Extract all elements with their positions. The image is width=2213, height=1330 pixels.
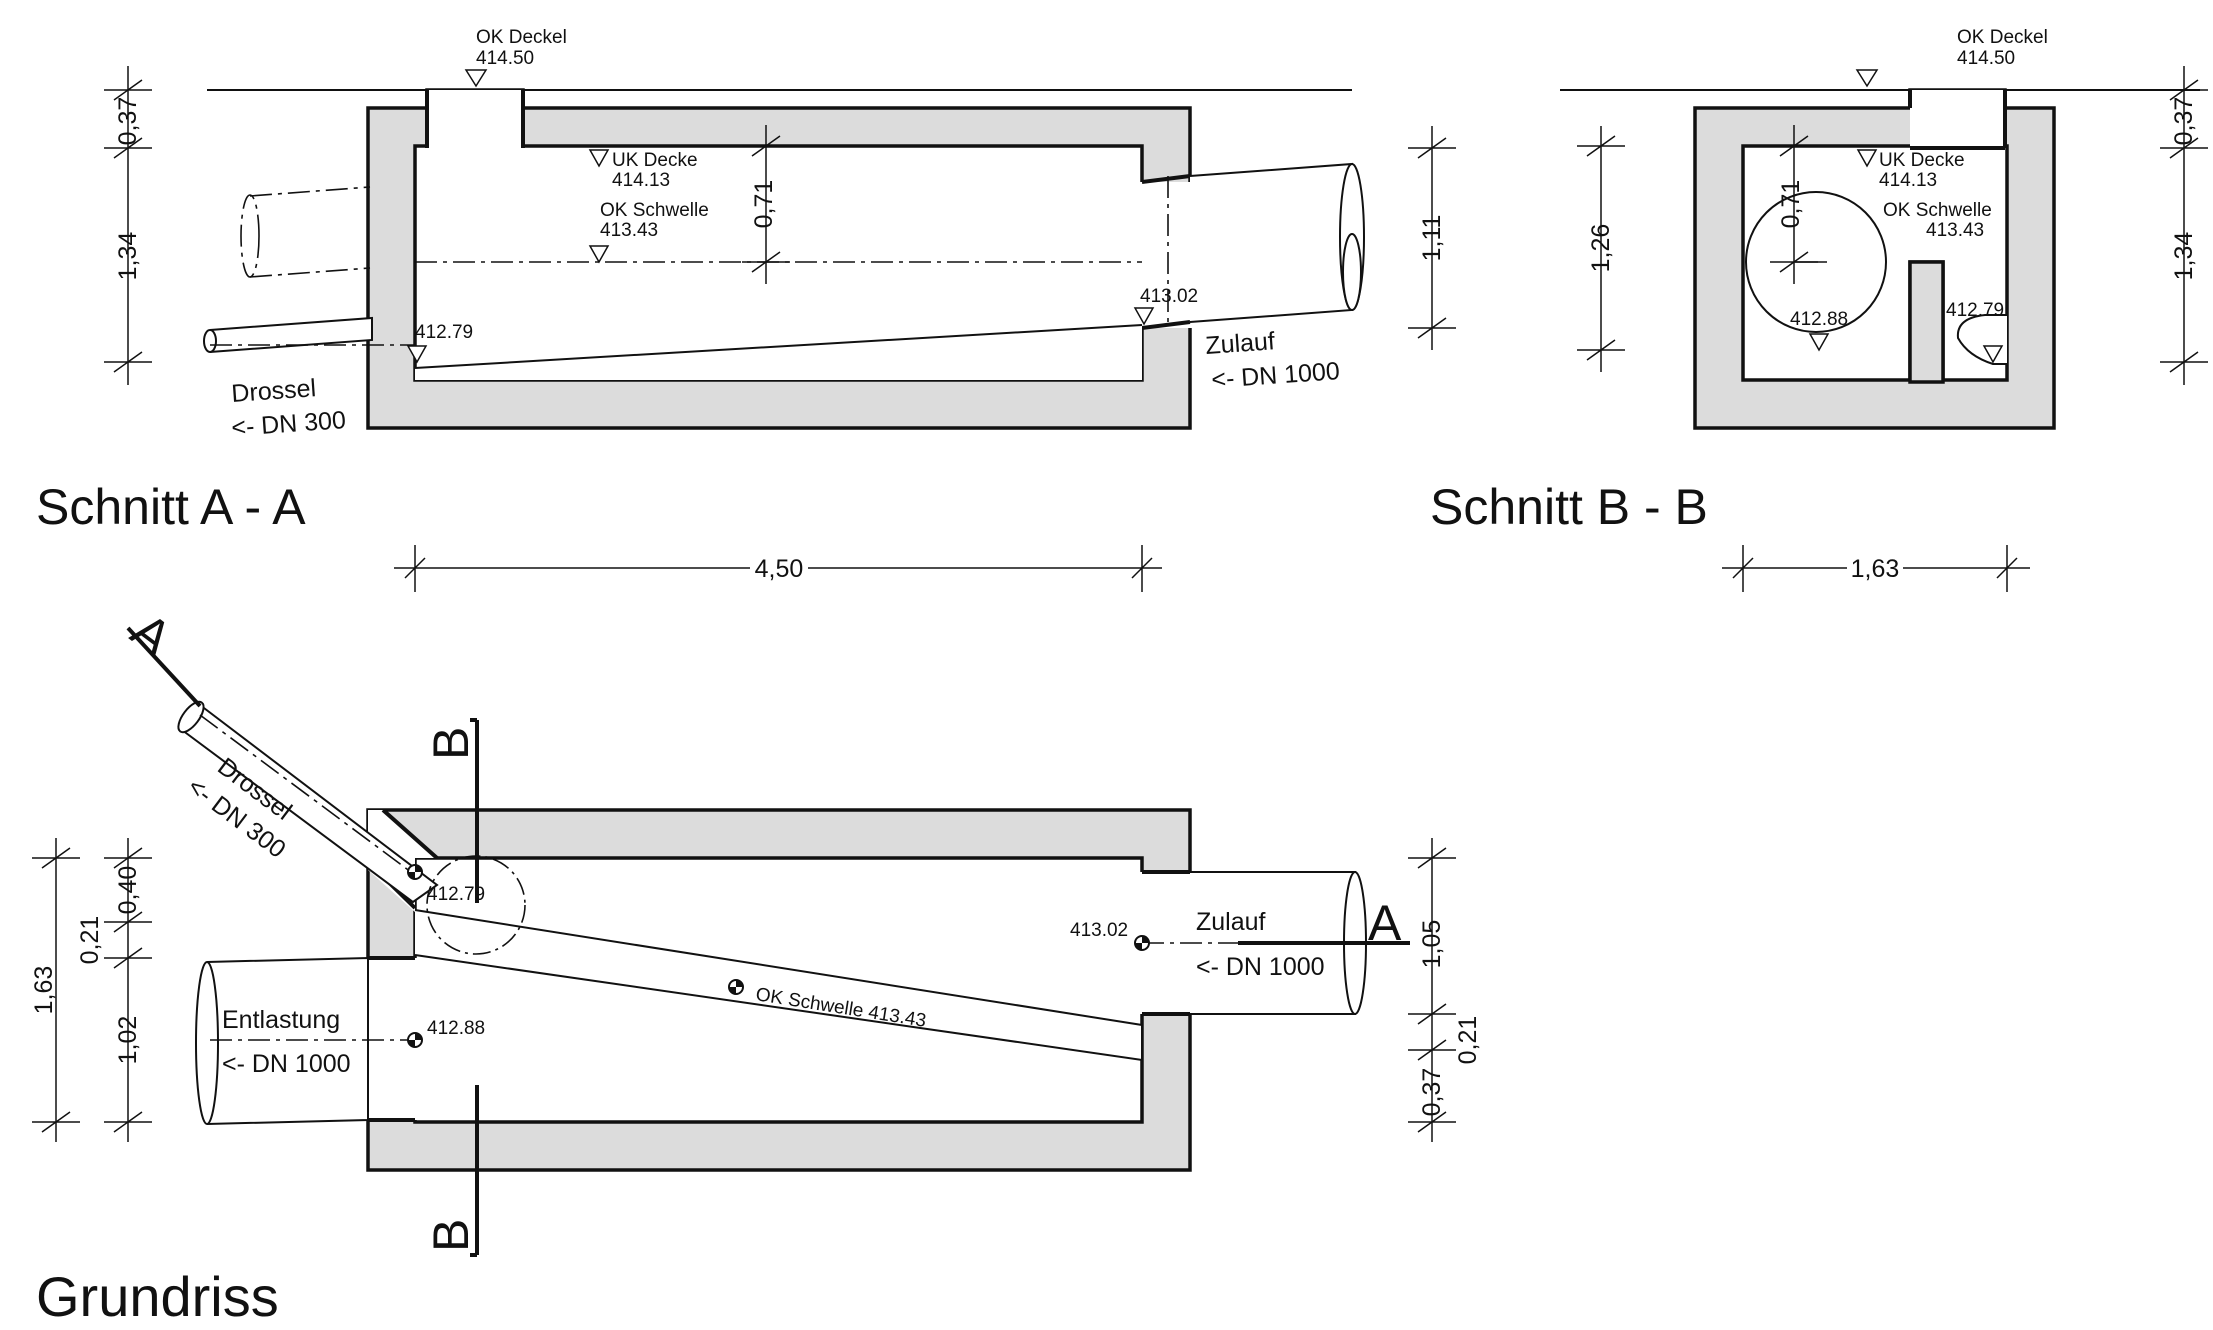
title-schnitt-aa: Schnitt A - A <box>36 479 306 535</box>
dim-gap-b: 0,71 <box>1777 180 1805 229</box>
dim-plan-c: 1,02 <box>114 1016 142 1065</box>
level-drossel-plan: 412.79 <box>427 884 485 905</box>
ok-schwelle-label: OK Schwelle <box>600 200 709 221</box>
ok-schwelle-value: 413.43 <box>600 220 658 241</box>
plan-view: A A B B Drossel <- DN 300 Entlastung <- … <box>30 602 1482 1328</box>
title-schnitt-bb: Schnitt B - B <box>1430 479 1708 535</box>
uk-decke-b-label: UK Decke <box>1879 150 1965 171</box>
section-marker-a-left: A <box>121 602 182 667</box>
ok-deckel-b-value: 414.50 <box>1957 48 2015 69</box>
throttle-pipe-plan <box>181 704 439 904</box>
level-left: 412.79 <box>415 322 473 343</box>
entlastung-label: Entlastung <box>222 1006 340 1034</box>
dim-right: 1,11 <box>1418 215 1446 262</box>
level-left-b: 412.88 <box>1790 309 1848 330</box>
level-right: 413.02 <box>1140 286 1198 307</box>
dim-main: 1,34 <box>114 232 142 281</box>
dim-top-right-b: 0,37 <box>2170 97 2198 146</box>
dim-right-b: 1,34 <box>2170 232 2198 281</box>
uk-decke-b-value: 414.13 <box>1879 170 1937 191</box>
zulauf-label: Zulauf <box>1204 327 1275 360</box>
title-grundriss: Grundriss <box>36 1265 279 1328</box>
ok-deckel-label: OK Deckel <box>476 27 567 48</box>
uk-decke-label: UK Decke <box>612 150 698 171</box>
dim-plan-total: 1,63 <box>30 966 58 1015</box>
dim-left-b: 1,26 <box>1587 224 1615 273</box>
drossel-dn-label: <- DN 300 <box>230 406 346 442</box>
ok-schwelle-b-value: 413.43 <box>1926 220 1984 241</box>
level-zulauf-plan: 413.02 <box>1070 920 1128 941</box>
throttle-pipe <box>209 316 373 353</box>
floor-slope <box>414 324 1143 369</box>
section-marker-a-right: A <box>1368 895 1402 951</box>
section-b-b: OK Deckel 414.50 UK Decke 414.13 OK Schw… <box>1430 27 2208 592</box>
level-right-b: 412.79 <box>1946 300 2004 321</box>
threshold-band <box>414 909 1143 1062</box>
inlet-pipe <box>1189 162 1353 323</box>
dim-plan-b: 0,21 <box>76 916 104 965</box>
dim-top: 0,37 <box>114 97 142 146</box>
ok-schwelle-b-label: OK Schwelle <box>1883 200 1992 221</box>
dim-plan-r-b: 0,21 <box>1454 1016 1482 1065</box>
section-marker-b-top: B <box>423 727 479 760</box>
section-a-a: OK Deckel 414.50 UK Decke 414.13 OK Schw… <box>36 27 1456 592</box>
dim-gap: 0,71 <box>750 180 778 229</box>
dim-width-b: 1,63 <box>1851 555 1900 583</box>
shaft-opening <box>427 90 523 148</box>
level-entlastung-plan: 412.88 <box>427 1018 485 1039</box>
threshold-wall <box>1908 260 1945 384</box>
uk-decke-value: 414.13 <box>612 170 670 191</box>
ok-deckel-value: 414.50 <box>476 48 534 69</box>
entlastung-dn-label: <- DN 1000 <box>222 1050 351 1078</box>
drossel-label: Drossel <box>230 374 316 408</box>
dim-plan-r-c: 0,37 <box>1418 1068 1446 1117</box>
dim-plan-a: 0,40 <box>114 866 142 915</box>
zulauf-dn-label: <- DN 1000 <box>1210 357 1340 394</box>
relief-pipe-plan <box>206 956 369 1125</box>
dim-length: 4,50 <box>755 555 804 583</box>
zulauf-dn-plan-label: <- DN 1000 <box>1196 953 1325 981</box>
dim-plan-r-main: 1,05 <box>1418 920 1446 969</box>
section-marker-b-bottom: B <box>423 1219 479 1252</box>
ok-deckel-b-label: OK Deckel <box>1957 27 2048 48</box>
zulauf-plan-label: Zulauf <box>1196 908 1266 936</box>
